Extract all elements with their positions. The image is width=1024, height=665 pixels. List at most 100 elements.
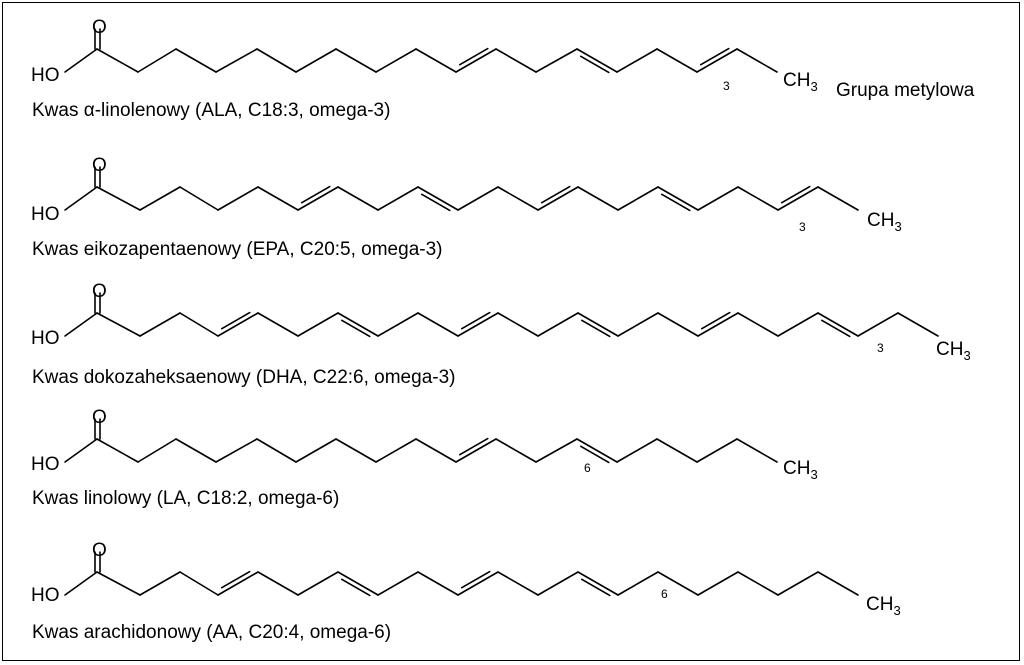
single-bond <box>96 312 141 337</box>
single-bond <box>337 571 379 596</box>
double-bond-line <box>220 311 251 330</box>
single-bond <box>537 571 579 596</box>
omega-position-label: 6 <box>661 587 668 601</box>
single-bond <box>616 48 658 73</box>
double-bond-line <box>699 47 730 66</box>
single-bond <box>256 438 297 463</box>
caption-ala: Kwas α-linolenowy (ALA, C18:3, omega-3) <box>32 100 390 121</box>
double-bond-line <box>458 437 489 456</box>
single-bond <box>415 438 457 463</box>
single-bond <box>139 312 181 337</box>
hydroxyl-label: HO <box>31 204 60 225</box>
single-bond <box>335 48 377 73</box>
omega-position-label: 6 <box>584 461 591 475</box>
single-bond <box>179 186 219 211</box>
single-bond <box>777 312 819 337</box>
single-bond <box>737 571 779 596</box>
double-bond-line <box>460 311 491 330</box>
carbon-chain <box>64 418 778 464</box>
single-bond <box>535 438 578 463</box>
single-bond <box>817 312 859 337</box>
single-bond <box>215 438 258 463</box>
carbon-chain <box>64 551 859 597</box>
carbon-chain <box>64 292 939 338</box>
molecule-ala: HO O 3 CH3 Kwas α-linolenowy (ALA, C18:3… <box>31 17 818 121</box>
single-bond <box>817 186 859 211</box>
methyl-group-annotation: Grupa metylowa <box>836 80 975 101</box>
single-bond <box>736 48 778 73</box>
caption-dha: Kwas dokozaheksaenowy (DHA, C22:6, omega… <box>32 367 455 388</box>
hydroxyl-label: HO <box>31 328 60 349</box>
double-bond-line <box>420 193 451 212</box>
single-bond <box>897 312 939 337</box>
single-bond <box>96 571 141 596</box>
single-bond <box>335 438 377 463</box>
single-bond <box>64 312 98 337</box>
single-bond <box>697 312 739 337</box>
single-bond <box>297 571 339 596</box>
double-bond-line <box>580 319 611 338</box>
single-bond <box>616 438 658 463</box>
single-bond <box>217 312 259 337</box>
single-bond <box>497 186 539 211</box>
single-bond <box>297 186 339 211</box>
double-bond-line <box>780 185 811 204</box>
single-bond <box>64 438 98 463</box>
single-bond <box>817 571 859 596</box>
single-bond <box>96 48 139 73</box>
single-bond <box>576 48 618 73</box>
single-bond <box>495 48 537 73</box>
single-bond <box>576 438 618 463</box>
single-bond <box>139 571 181 596</box>
single-bond <box>137 48 177 73</box>
single-bond <box>215 48 258 73</box>
single-bond <box>537 312 579 337</box>
double-bond-line <box>300 185 331 204</box>
single-bond <box>737 186 779 211</box>
single-bond <box>257 571 299 596</box>
carbon-chain <box>64 166 859 212</box>
single-bond <box>337 312 379 337</box>
omega-position-label: 3 <box>723 79 730 93</box>
single-bond <box>577 571 619 596</box>
single-bond <box>256 48 297 73</box>
methyl-label: CH3 <box>867 210 902 234</box>
single-bond <box>295 438 337 463</box>
molecule-aa: HO O 6 CH3 Kwas arachidonowy (AA, C20:4,… <box>31 540 901 643</box>
double-bond-line <box>540 185 571 204</box>
single-bond <box>736 438 778 463</box>
hydroxyl-label: HO <box>31 585 60 606</box>
single-bond <box>657 186 699 211</box>
single-bond <box>377 312 419 337</box>
single-bond <box>375 438 417 463</box>
single-bond <box>64 571 98 596</box>
double-bond-line <box>340 578 371 597</box>
single-bond <box>457 312 499 337</box>
omega-position-label: 3 <box>799 220 806 234</box>
single-bond <box>656 48 698 73</box>
double-bond-line <box>340 319 371 338</box>
caption-epa: Kwas eikozapentaenowy (EPA, C20:5, omega… <box>32 239 442 260</box>
methyl-label: CH3 <box>783 458 818 482</box>
single-bond <box>495 438 537 463</box>
single-bond <box>657 571 699 596</box>
single-bond <box>417 186 459 211</box>
double-bond-line <box>700 311 731 330</box>
double-bond-line <box>820 319 851 338</box>
double-bond-line <box>220 570 251 589</box>
single-bond <box>457 571 499 596</box>
single-bond <box>696 48 738 73</box>
hydroxyl-label: HO <box>31 454 60 475</box>
single-bond <box>415 48 457 73</box>
single-bond <box>697 571 739 596</box>
single-bond <box>64 48 98 73</box>
single-bond <box>857 312 899 337</box>
single-bond <box>217 186 259 211</box>
single-bond <box>179 571 219 596</box>
methyl-label: CH3 <box>866 594 901 618</box>
single-bond <box>657 312 699 337</box>
single-bond <box>257 312 299 337</box>
single-bond <box>377 571 419 596</box>
single-bond <box>377 186 419 211</box>
